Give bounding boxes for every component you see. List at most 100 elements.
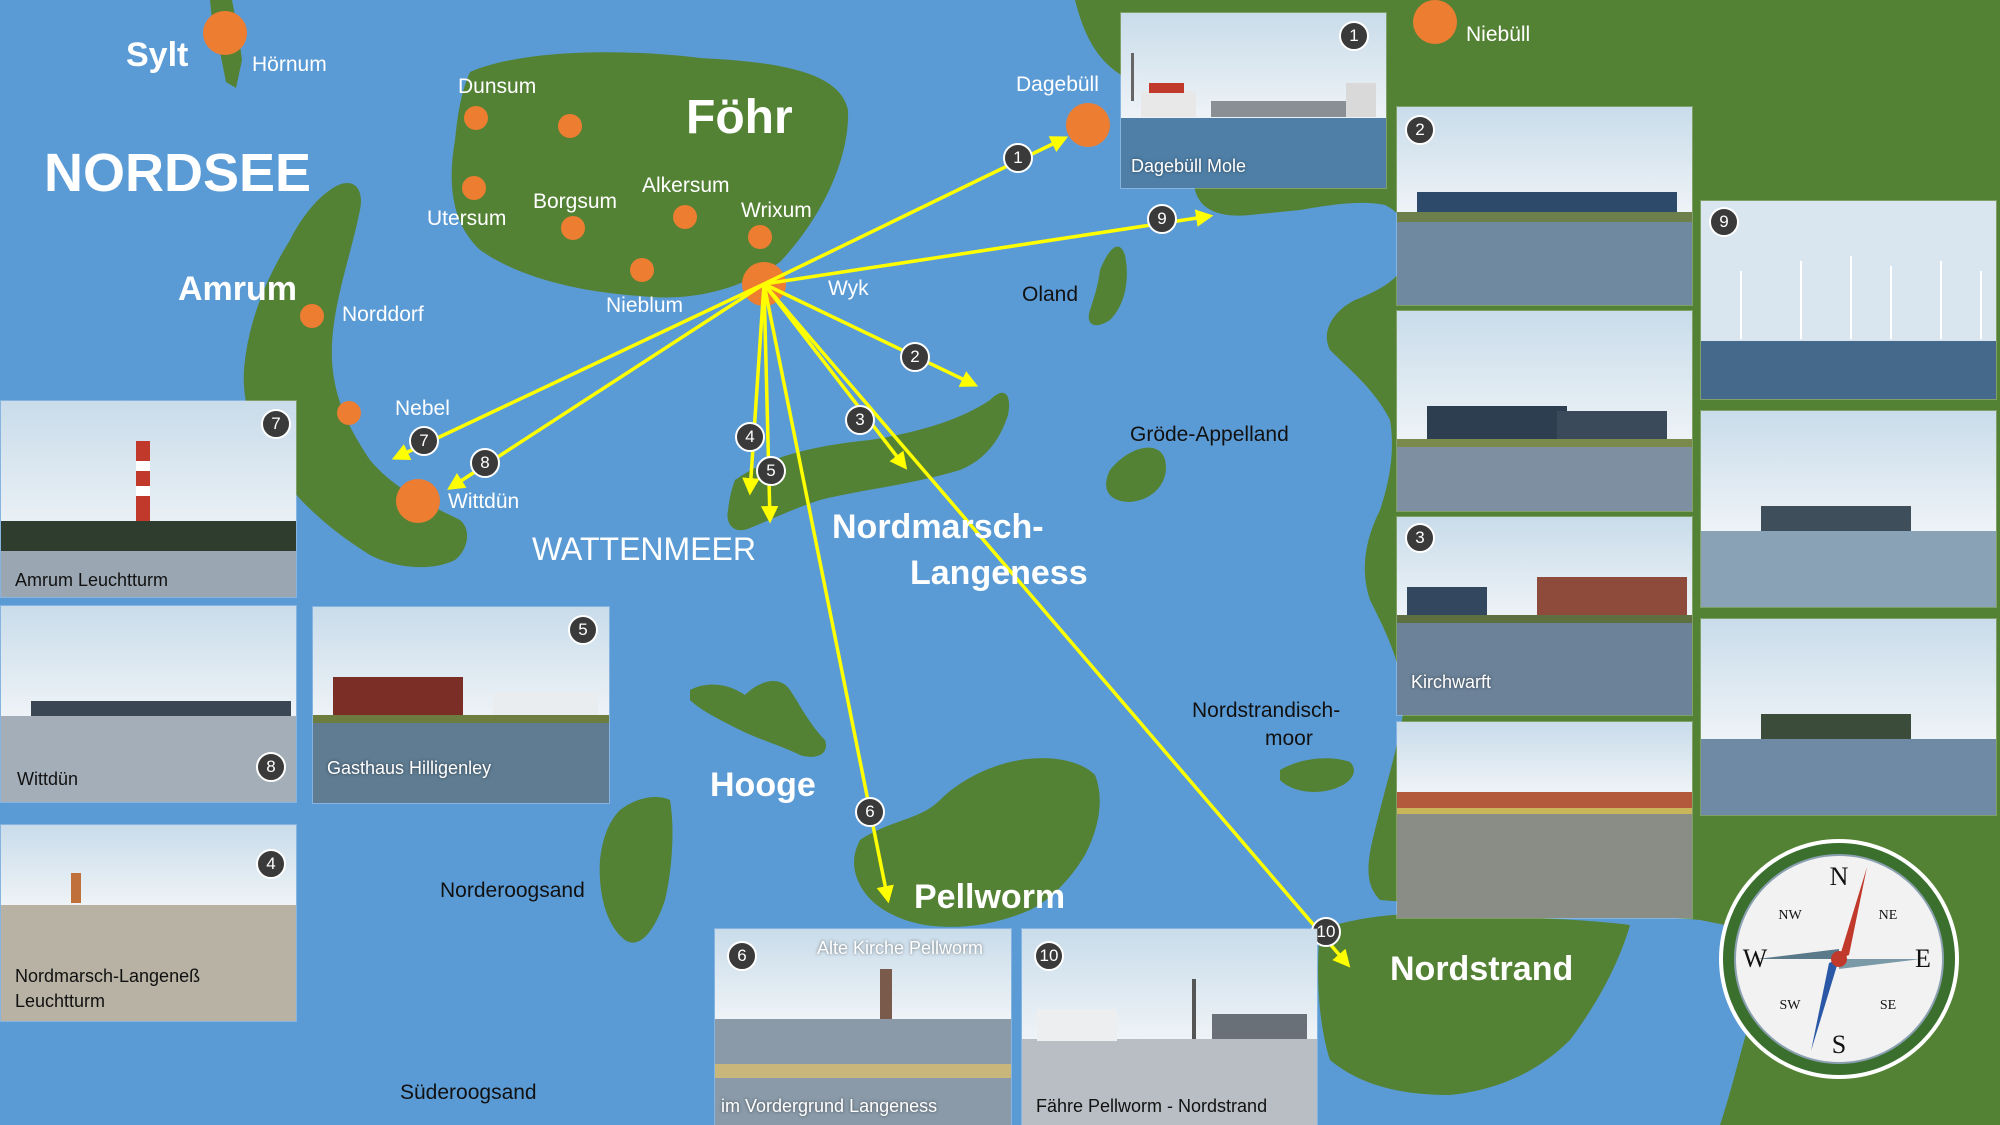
langeness-island [727, 392, 1010, 531]
dagebuell-marker [1066, 103, 1110, 147]
photo-caption-1: Dagebüll Mole [1131, 156, 1247, 176]
utersum-label: Utersum [427, 207, 507, 230]
photo-alte-kirche-pellworm: 6 Alte Kirche Pellworm im Vordergrund La… [714, 928, 1012, 1125]
borgsum-marker [561, 216, 585, 240]
foehr-label: Föhr [686, 91, 793, 144]
nieblum-marker [630, 258, 654, 282]
arrow-badge-6: 6 [855, 797, 885, 827]
arrow-badge-9: 9 [1147, 204, 1177, 234]
groede-label: Gröde-Appelland [1130, 423, 1289, 446]
wrixum-marker [748, 225, 772, 249]
arrow-badge-7: 7 [409, 426, 439, 456]
photo-windfarm: 9 [1700, 200, 1997, 400]
arrow-4 [742, 283, 766, 496]
wittduen-marker [396, 479, 440, 523]
wrixum-label: Wrixum [741, 199, 812, 222]
photo-badge-1: 1 [1339, 21, 1369, 51]
wittduen-label: Wittdün [448, 490, 520, 513]
sylt-label: Sylt [126, 36, 189, 74]
nordstrandischmoor-island [1280, 758, 1354, 792]
hooge-island [690, 680, 826, 757]
dagebuell-label: Dagebüll [1016, 73, 1099, 96]
compass-ne: NE [1879, 908, 1898, 923]
compass-w: W [1743, 944, 1768, 973]
arrow-badge-3: 3 [845, 405, 875, 435]
amrum-island [243, 182, 468, 568]
photo-caption-10: Fähre Pellworm - Nordstrand [1036, 1096, 1268, 1116]
nordstrand-label: Nordstrand [1390, 950, 1574, 988]
photo-caption-6-top: Alte Kirche Pellworm [817, 938, 984, 958]
photo-gasthaus-hilligenley: 5 Gasthaus Hilligenley [312, 606, 610, 804]
photo-badge-7: 7 [261, 409, 291, 439]
photo-caption-8: Wittdün [17, 769, 79, 789]
norderoogsand-label: Norderoogsand [440, 879, 585, 902]
photo-badge-5: 5 [568, 615, 598, 645]
photo-2: 2 [1396, 106, 1693, 306]
arrow-badge-8: 8 [470, 448, 500, 478]
wattenmeer-label: WATTENMEER [532, 531, 756, 567]
photo-badge-2: 2 [1405, 115, 1435, 145]
nordstrand-peninsula [1318, 913, 1630, 1095]
photo-badge-3: 3 [1405, 523, 1435, 553]
photo-amrum-leuchtturm: 7 Amrum Leuchtturm [0, 400, 297, 598]
photo-badge-6: 6 [727, 941, 757, 971]
dunsum-label: Dunsum [458, 75, 537, 98]
amrum-label: Amrum [178, 270, 298, 308]
pellworm-label: Pellworm [914, 878, 1066, 916]
arrow-8 [447, 282, 765, 490]
nebel-label: Nebel [395, 397, 450, 420]
photo-dagebuell-mole: 1 Dagebüll Mole [1120, 12, 1387, 189]
compass-rose: N S E W NE NW SE SW [1717, 837, 1961, 1081]
nordsee-label: NORDSEE [44, 143, 312, 203]
arrow-badge-1: 1 [1003, 143, 1033, 173]
hooge-label: Hooge [710, 766, 816, 804]
photo-3b [1396, 721, 1693, 919]
arrow-badge-2: 2 [900, 342, 930, 372]
niebuell-label: Niebüll [1466, 23, 1531, 46]
compass-se: SE [1880, 998, 1896, 1013]
compass-sw: SW [1780, 998, 1802, 1013]
photo-caption-4b: Leuchtturm [15, 991, 106, 1011]
suederoogsand-label: Süderoogsand [400, 1081, 537, 1104]
arrow-9 [763, 209, 1214, 286]
nordstrandischmoor-label-2: moor [1265, 727, 1313, 750]
hoernum-label: Hörnum [252, 53, 327, 76]
nordstrandischmoor-label-1: Nordstrandisch- [1192, 699, 1341, 722]
norddorf-marker [300, 304, 324, 328]
wyk-label: Wyk [828, 277, 869, 300]
arrow-badge-4: 4 [735, 422, 765, 452]
nieblum-label: Nieblum [606, 294, 684, 317]
photo-caption-3: Kirchwarft [1411, 672, 1492, 692]
photo-2b [1396, 310, 1693, 512]
photo-badge-4: 4 [256, 849, 286, 879]
niebuell-marker [1413, 0, 1457, 44]
photo-caption-7: Amrum Leuchtturm [15, 570, 169, 590]
arrow-badge-5: 5 [756, 456, 786, 486]
photo-wittduen: 8 Wittdün [0, 605, 297, 803]
compass-s: S [1832, 1030, 1846, 1059]
photo-nordmarsch-leuchtturm: 4 Nordmarsch-Langeneß Leuchtturm [0, 824, 297, 1022]
dunsum2-marker [558, 114, 582, 138]
nebel-marker [337, 401, 361, 425]
dunsum-marker [464, 106, 488, 130]
photo-badge-9: 9 [1709, 207, 1739, 237]
alkersum-marker [673, 205, 697, 229]
photo-9b [1700, 410, 1997, 608]
town-markers [203, 0, 1457, 523]
oland-island [1088, 246, 1127, 326]
norddorf-label: Norddorf [342, 303, 424, 326]
arrow-2 [763, 282, 979, 387]
compass-e: E [1915, 944, 1931, 973]
borgsum-label: Borgsum [533, 190, 618, 213]
photo-badge-10: 10 [1034, 941, 1064, 971]
hoernum-marker [203, 11, 247, 55]
compass-nw: NW [1778, 908, 1802, 923]
photo-faehre-pellworm-nordstrand: 10 Fähre Pellworm - Nordstrand [1021, 928, 1318, 1125]
oland-label: Oland [1022, 283, 1079, 306]
pellworm-island [854, 758, 1100, 927]
photo-9c [1700, 618, 1997, 816]
photo-badge-8: 8 [256, 752, 286, 782]
nordmarsch-label-2: Langeness [910, 554, 1088, 592]
norderoogsand [599, 797, 673, 943]
